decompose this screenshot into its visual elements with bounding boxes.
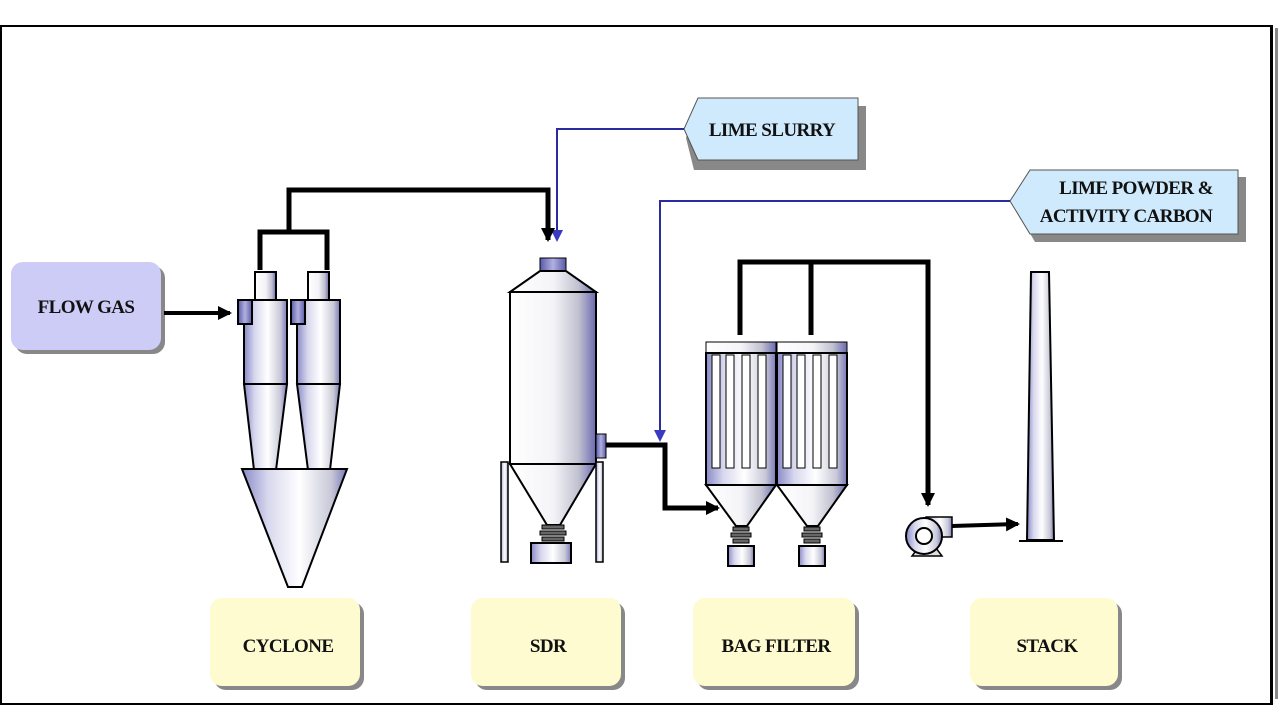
cyclone-outlet-duct xyxy=(257,229,330,270)
lime-powder-line xyxy=(654,200,1010,442)
bag-filter-equipment xyxy=(704,341,849,567)
flow-gas-box[interactable]: FLOW GAS xyxy=(11,262,165,354)
bagfilter-outlet-duct xyxy=(737,259,931,500)
lime-slurry-box[interactable]: LIME SLURRY xyxy=(683,97,866,170)
lime-powder-box[interactable]: LIME POWDER & ACTIVITY CARBON xyxy=(1009,169,1246,242)
sdr-equipment xyxy=(500,257,607,564)
lime-slurry-line xyxy=(551,128,684,242)
lime-powder-label-line1: LIME POWDER & xyxy=(1059,178,1213,199)
cyclone-to-sdr-duct xyxy=(286,187,551,232)
lime-slurry-label: LIME SLURRY xyxy=(709,120,836,141)
cyclone-equipment xyxy=(237,187,551,588)
sdr-label: SDR xyxy=(530,636,567,657)
bag-filter-label: BAG FILTER xyxy=(722,636,832,657)
lime-powder-label-line2: ACTIVITY CARBON xyxy=(1040,206,1213,227)
flow-gas-label: FLOW GAS xyxy=(38,297,135,318)
fan-to-stack-arrow xyxy=(951,517,1020,532)
cyclone-label: CYCLONE xyxy=(243,636,334,657)
fan-icon xyxy=(905,516,953,557)
stack-equipment xyxy=(1019,271,1063,542)
unit-label-stack[interactable]: STACK xyxy=(970,598,1122,690)
stack-label: STACK xyxy=(1016,636,1078,657)
sdr-to-bagfilter-duct xyxy=(606,442,720,515)
frame-shadow xyxy=(1275,28,1278,699)
unit-label-bag-filter[interactable]: BAG FILTER xyxy=(693,598,859,690)
unit-label-sdr[interactable]: SDR xyxy=(471,598,625,690)
unit-label-cyclone[interactable]: CYCLONE xyxy=(210,598,364,690)
